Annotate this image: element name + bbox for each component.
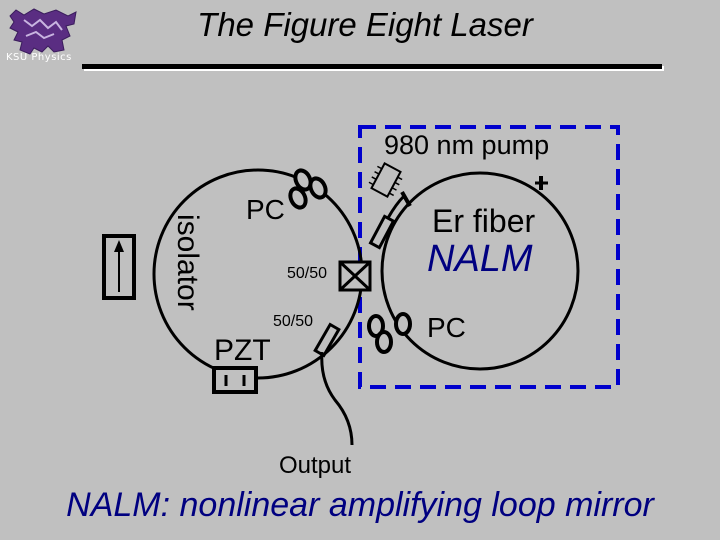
footer-caption: NALM: nonlinear amplifying loop mirror: [66, 486, 654, 524]
er-fiber-label: Er fiber: [432, 203, 536, 239]
splice-mark-pump: [400, 191, 412, 207]
output-fiber: [320, 351, 354, 446]
nalm-label: NALM: [427, 238, 533, 280]
title-divider: [82, 64, 662, 69]
output-label: Output: [279, 452, 352, 479]
pc-left-icon: [288, 168, 328, 210]
coupler-center: [338, 260, 372, 292]
pump-coupler: [368, 214, 396, 250]
isolator-icon: [102, 234, 136, 300]
output-coupler: [313, 322, 341, 358]
pc-right-label: PC: [427, 312, 466, 343]
pzt-label: PZT: [214, 334, 271, 367]
pump-fiber: [386, 194, 406, 219]
pump-diode-icon: [368, 162, 403, 198]
pump-label: 980 nm pump: [384, 130, 550, 160]
slide-title: The Figure Eight Laser: [197, 6, 533, 43]
pc-left-label: PC: [246, 194, 285, 225]
pc-right-icon: [367, 312, 412, 354]
isolator-label: isolator: [171, 214, 204, 311]
pzt-icon: [212, 366, 258, 394]
wildcat-icon: [9, 8, 77, 55]
coupler-lower-label: 50/50: [273, 313, 314, 330]
right-fiber-loop: [380, 171, 580, 371]
logo-caption: KSU Physics: [6, 52, 72, 63]
coupler-upper-label: 50/50: [287, 265, 328, 282]
